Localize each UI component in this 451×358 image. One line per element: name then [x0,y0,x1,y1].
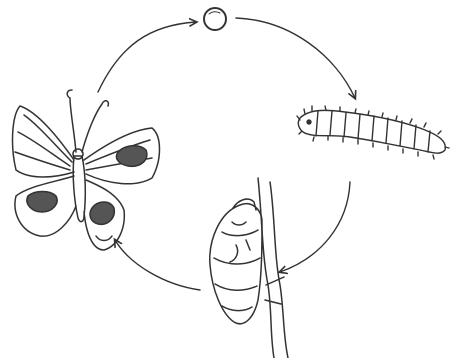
caterpillar-icon [297,106,449,159]
arrow-pupa-to-adult [115,240,200,290]
arrow-egg-to-larva [236,18,355,98]
egg-icon [204,8,226,30]
arrow-adult-to-egg [98,22,196,92]
chrysalis-icon [210,178,288,358]
butterfly-icon [13,90,160,250]
arrow-larva-to-pupa [280,182,350,272]
